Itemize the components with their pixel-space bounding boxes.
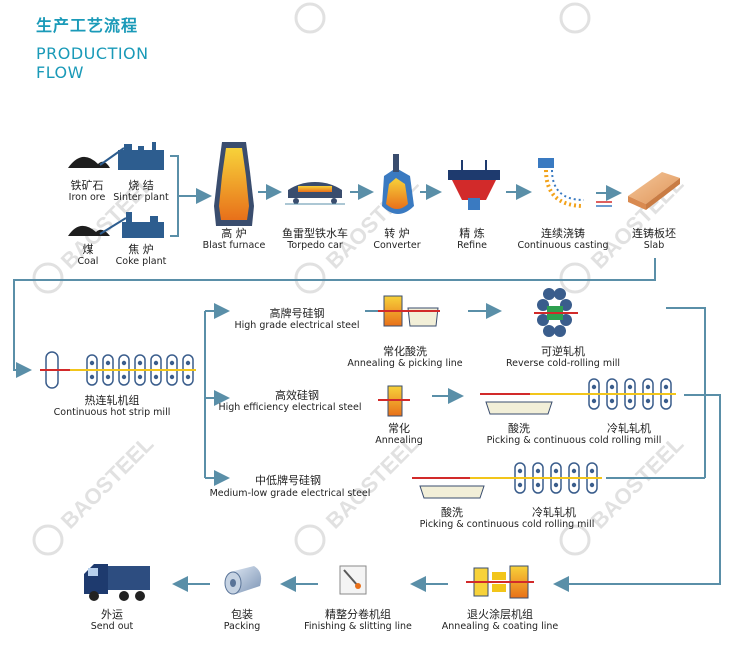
coal-label-cn: 煤 — [82, 243, 94, 256]
coil-packing-icon — [224, 566, 262, 595]
refine-icon — [448, 160, 500, 210]
coke-label-cn: 焦 炉 — [128, 243, 154, 256]
finishing-line-icon — [339, 565, 367, 595]
coal-label-en: Coal — [77, 256, 99, 267]
merge-bracket — [170, 155, 210, 237]
send-out-label-cn: 外运 — [101, 608, 123, 621]
slab-label-cn: 连铸板坯 — [632, 227, 676, 240]
casting-label-en: Continuous casting — [517, 240, 609, 251]
page-title-cn: 生产工艺流程 — [36, 16, 139, 35]
torpedo-car-icon — [285, 182, 345, 205]
iron-ore-label-cn: 铁矿石 — [70, 179, 104, 192]
page-title-en-line1: PRODUCTION — [36, 44, 149, 63]
high-grade-label-en: High grade electrical steel — [234, 320, 360, 331]
finishing-label-cn: 精整分卷机组 — [325, 608, 391, 621]
converter-icon — [382, 154, 414, 214]
reverse-mill-label-cn: 可逆轧机 — [541, 345, 585, 358]
medium-low-label-cn: 中低牌号硅钢 — [255, 474, 321, 487]
coal-icon — [68, 225, 110, 236]
pickling-cold-mill-icon-2 — [412, 462, 602, 499]
annealing-coating-icon — [466, 565, 534, 599]
slab-icon — [628, 172, 680, 210]
cold-mill-label-cn-1: 冷轧轧机 — [607, 422, 651, 435]
reverse-mill-icon — [534, 288, 578, 337]
annealing-coating-label-en: Annealing & coating line — [441, 621, 559, 632]
high-eff-label-en: High efficiency electrical steel — [218, 402, 362, 413]
sinter-label-en: Sinter plant — [113, 192, 169, 203]
reverse-mill-label-en: Reverse cold-rolling mill — [505, 358, 621, 369]
torpedo-label-en: Torpedo car — [287, 240, 343, 251]
annealing-label-en: Annealing — [375, 435, 423, 446]
page-title-en: PRODUCTION FLOW — [36, 44, 149, 82]
blast-furnace-icon — [214, 142, 254, 226]
iron-ore-icon — [68, 156, 110, 168]
blast-furnace-label-cn: 高 炉 — [221, 227, 247, 240]
cold-mill-label-cn-2: 冷轧轧机 — [532, 506, 576, 519]
annealing-pickling-icon — [378, 295, 440, 327]
converter-label-en: Converter — [373, 240, 421, 251]
blast-furnace-label-en: Blast furnace — [202, 240, 266, 251]
annealing-pickling-label-cn: 常化酸洗 — [383, 345, 427, 358]
flow-connector — [666, 307, 706, 395]
pickling-cold-mill-label-en-2: Picking & continuous cold rolling mill — [419, 519, 595, 530]
refine-label-en: Refine — [457, 240, 487, 251]
coke-label-en: Coke plant — [115, 256, 167, 267]
packing-label-en: Packing — [223, 621, 261, 632]
hot-strip-mill-icon — [40, 351, 196, 389]
sinter-label-cn: 烧 结 — [128, 179, 154, 192]
continuous-casting-icon — [538, 158, 612, 208]
annealing-coating-label-cn: 退火涂层机组 — [467, 608, 533, 621]
flow-connector — [13, 258, 656, 378]
torpedo-label-cn: 鱼雷型铁水车 — [282, 227, 348, 240]
casting-label-cn: 连续浇铸 — [541, 227, 585, 240]
pickling-cold-mill-label-en-1: Picking & continuous cold rolling mill — [486, 435, 662, 446]
high-grade-label-cn: 高牌号硅钢 — [269, 307, 325, 320]
send-out-label-en: Send out — [90, 621, 134, 632]
pickling-label-cn-1: 酸洗 — [508, 422, 530, 435]
packing-label-cn: 包装 — [231, 608, 253, 621]
high-eff-label-cn: 高效硅钢 — [275, 389, 319, 402]
annealing-icon — [378, 385, 410, 417]
converter-label-cn: 转 炉 — [384, 227, 410, 240]
sinter-plant-icon — [99, 142, 164, 170]
medium-low-label-en: Medium-low grade electrical steel — [209, 488, 371, 499]
refine-label-cn: 精 炼 — [459, 227, 485, 240]
truck-icon — [84, 564, 150, 601]
coke-plant-icon — [99, 212, 164, 238]
annealing-pickling-label-en: Annealing & picking line — [347, 358, 463, 369]
pickling-cold-mill-icon-1 — [480, 378, 676, 415]
hot-strip-label-en: Continuous hot strip mill — [53, 407, 171, 418]
slab-label-en: Slab — [643, 240, 665, 251]
iron-ore-label-en: Iron ore — [68, 192, 106, 203]
page-title-en-line2: FLOW — [36, 63, 84, 82]
flow-connector — [553, 394, 721, 592]
annealing-label-cn: 常化 — [388, 422, 410, 435]
hot-strip-label-cn: 热连轧机组 — [84, 394, 140, 407]
finishing-label-en: Finishing & slitting line — [304, 621, 412, 632]
pickling-label-cn-2: 酸洗 — [441, 506, 463, 519]
